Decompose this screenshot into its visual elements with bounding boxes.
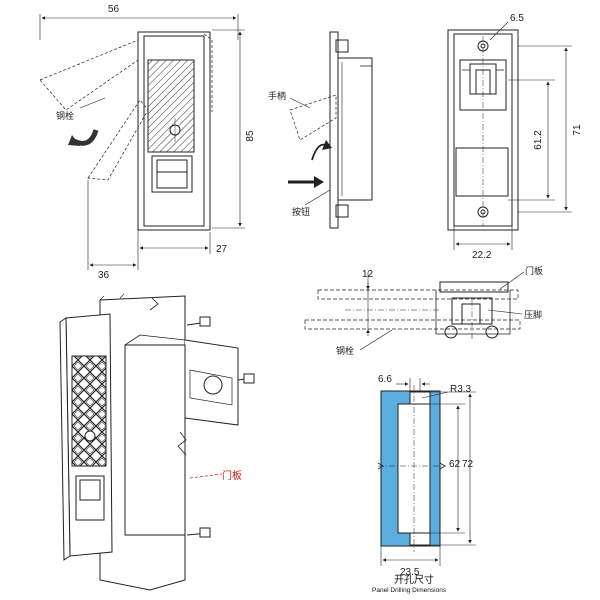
screw-right xyxy=(237,373,255,384)
caption-en: Panel Drilling Dimensions xyxy=(372,587,447,594)
dim-thickness-12: 12 xyxy=(362,269,374,280)
dim-61-2: 61.2 xyxy=(533,130,544,150)
rear-view xyxy=(447,21,572,250)
dim-radius-r3-3: R3.3 xyxy=(450,384,472,395)
screw-bottom xyxy=(186,527,211,538)
label-steel-bolt-2: 钢栓 xyxy=(336,345,354,357)
side-view xyxy=(288,31,373,229)
section-view xyxy=(304,271,525,351)
dim-height-85: 85 xyxy=(245,130,256,142)
dim-cut-72: 72 xyxy=(462,459,474,470)
screw-top xyxy=(186,316,211,327)
dim-bottom-27: 27 xyxy=(216,244,228,255)
label-door-panel-red: 门板 xyxy=(222,469,242,482)
isometric-view xyxy=(59,293,255,591)
caption-cn: 开孔尺寸 xyxy=(394,573,434,586)
front-view xyxy=(39,14,245,270)
label-clamp-foot: 压脚 xyxy=(524,310,542,321)
dim-cut-6-6: 6.6 xyxy=(378,374,392,385)
label-door-panel: 门板 xyxy=(525,265,543,277)
dim-top-width: 56 xyxy=(108,4,120,15)
dim-cut-62: 62 xyxy=(449,459,461,470)
dim-bottom-36: 36 xyxy=(98,270,110,281)
label-steel-bolt: 钢栓 xyxy=(56,110,74,122)
dim-width-22-2: 22.2 xyxy=(472,250,492,261)
dim-cut-23-5: 23.5 xyxy=(400,567,420,578)
label-handle: 手柄 xyxy=(268,90,286,102)
dim-71: 71 xyxy=(572,124,583,136)
label-button: 按钮 xyxy=(292,206,310,218)
panel-cutout xyxy=(377,378,476,566)
dim-hole-6-5: 6.5 xyxy=(510,13,524,24)
